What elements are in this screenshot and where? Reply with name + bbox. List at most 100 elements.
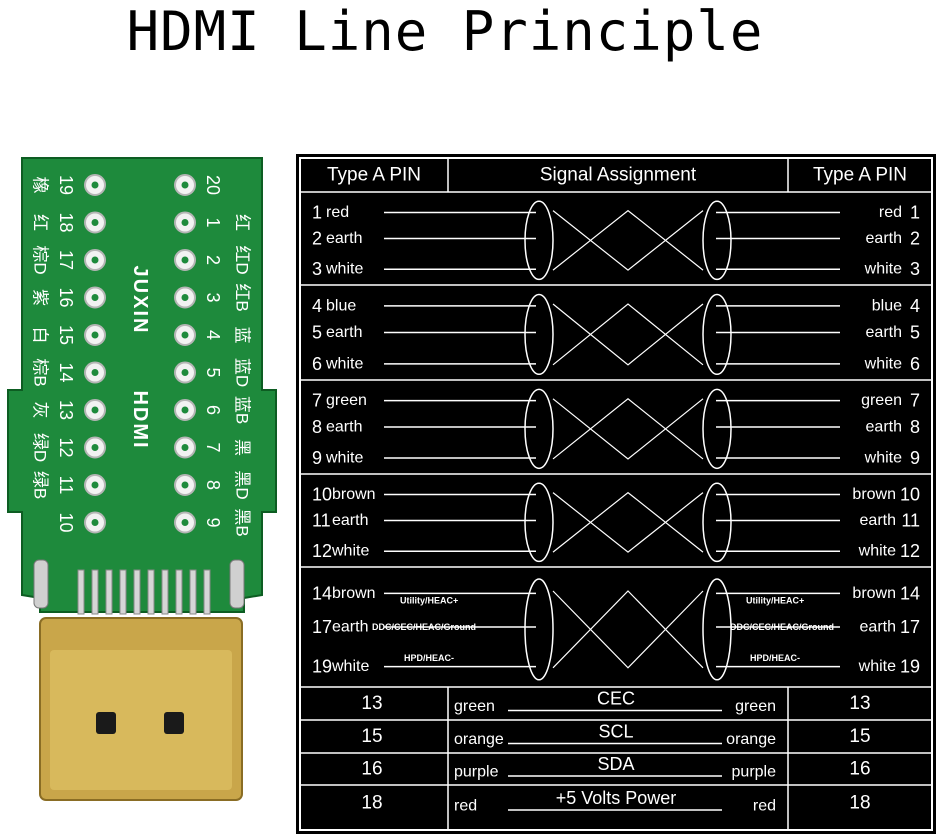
bottom-color-right: orange: [726, 731, 776, 748]
pad-hole: [91, 481, 99, 489]
pin-number-left: 14: [312, 583, 332, 603]
pin-number: 3: [203, 292, 223, 302]
pad-hole: [91, 444, 99, 451]
twist-line: [552, 398, 704, 460]
hdmi-connector-face: [50, 650, 232, 790]
wire-color-left: earth: [332, 619, 368, 636]
twisted-pair-oval: [702, 578, 732, 681]
twist-line: [552, 209, 704, 271]
twisted-pair-oval: [702, 388, 732, 470]
bottom-color-right: red: [753, 798, 776, 815]
bottom-color-right: purple: [732, 764, 777, 781]
pin-number-right: 2: [910, 229, 920, 249]
model-label: HDMI: [129, 390, 151, 449]
pin-number-right: 1: [910, 202, 920, 222]
pin-number-left: 5: [312, 323, 322, 343]
wire-color-right: earth: [866, 324, 902, 341]
pin-number-left: 12: [312, 541, 332, 561]
pin-number-left: 10: [312, 484, 332, 504]
pin-number: 10: [56, 512, 76, 532]
bottom-color-right: green: [735, 698, 776, 715]
bottom-pin-left: 15: [361, 726, 382, 747]
pad-hole: [91, 519, 99, 526]
pad-hole: [181, 406, 189, 414]
pin-number: 14: [56, 362, 76, 382]
pad-hole: [181, 256, 189, 264]
pad-hole: [91, 331, 99, 339]
connector-pin: [203, 569, 211, 615]
pin-number-right: 11: [901, 511, 920, 531]
pin-color-label: 灰: [31, 402, 50, 419]
wire-color-left: brown: [332, 585, 376, 602]
wire-color-right: earth: [860, 619, 896, 636]
pad-hole: [91, 294, 99, 301]
connector-pin: [119, 569, 127, 615]
twist-line: [552, 303, 704, 366]
pin-number-left: 2: [312, 229, 322, 249]
signal-label-right: HPD/HEAC-: [750, 653, 800, 663]
bottom-pin-right: 13: [849, 693, 870, 714]
pin-number: 9: [203, 517, 223, 527]
pin-number-right: 14: [900, 583, 920, 603]
twist-line: [552, 398, 704, 460]
twisted-pair-oval: [524, 200, 554, 281]
connector-slot-right: [164, 712, 184, 734]
pad-hole: [181, 519, 189, 526]
wire-color-left: white: [331, 543, 369, 560]
pin-number-left: 6: [312, 354, 322, 374]
connector-pin: [77, 569, 85, 615]
pin-number: 17: [56, 250, 76, 270]
pin-number-right: 8: [910, 417, 920, 437]
pin-color-label: 棕B: [31, 358, 50, 386]
pin-number: 16: [56, 287, 76, 307]
connector-slot-left: [96, 712, 116, 734]
wire-color-left: white: [325, 261, 363, 278]
wire-color-left: earth: [326, 419, 362, 436]
pad-hole: [91, 219, 99, 226]
pin-number: 18: [56, 212, 76, 232]
pin-color-label: 黑D: [233, 470, 252, 499]
pad-hole: [181, 219, 189, 226]
pin-color-label: 蓝D: [233, 358, 252, 387]
wire-color-right: white: [858, 543, 896, 560]
pad-hole: [181, 369, 189, 376]
pin-color-label: 红B: [233, 283, 252, 311]
pad-hole: [181, 181, 189, 189]
bottom-pin-left: 16: [361, 759, 382, 780]
bottom-signal: +5 Volts Power: [556, 788, 677, 808]
pin-number: 12: [56, 437, 76, 457]
header-signal-assignment: Signal Assignment: [540, 165, 697, 186]
twist-line: [552, 590, 704, 669]
pin-color-label: 绿B: [31, 471, 50, 499]
bottom-pin-left: 18: [361, 793, 382, 814]
pin-number: 2: [203, 255, 223, 265]
pin-color-label: 橡: [31, 177, 50, 194]
wire-color-right: white: [858, 658, 896, 675]
wire-color-right: white: [864, 450, 902, 467]
signal-label-left: HPD/HEAC-: [404, 653, 454, 663]
mount-tab-left: [33, 559, 49, 609]
pin-number-right: 10: [900, 484, 920, 504]
pin-number-left: 4: [312, 296, 322, 316]
wire-color-right: earth: [866, 419, 902, 436]
twisted-pair-oval: [524, 578, 554, 681]
wire-color-right: white: [864, 261, 902, 278]
wire-color-right: green: [861, 392, 902, 409]
twist-line: [552, 303, 704, 366]
pad-hole: [181, 294, 189, 301]
connector-pin: [133, 569, 141, 615]
wire-color-left: white: [325, 450, 363, 467]
bottom-signal: CEC: [597, 689, 635, 709]
twist-line: [552, 210, 704, 271]
pin-number: 19: [56, 175, 76, 195]
pin-number-right: 6: [910, 354, 920, 374]
twisted-pair-oval: [702, 482, 732, 563]
pin-number-right: 12: [900, 541, 920, 561]
bottom-signal: SDA: [597, 754, 634, 774]
pad-hole: [181, 331, 189, 339]
pin-number: 5: [203, 367, 223, 377]
pad-hole: [91, 181, 99, 189]
pin-color-label: 蓝B: [233, 396, 252, 424]
pin-number-left: 3: [312, 259, 322, 279]
